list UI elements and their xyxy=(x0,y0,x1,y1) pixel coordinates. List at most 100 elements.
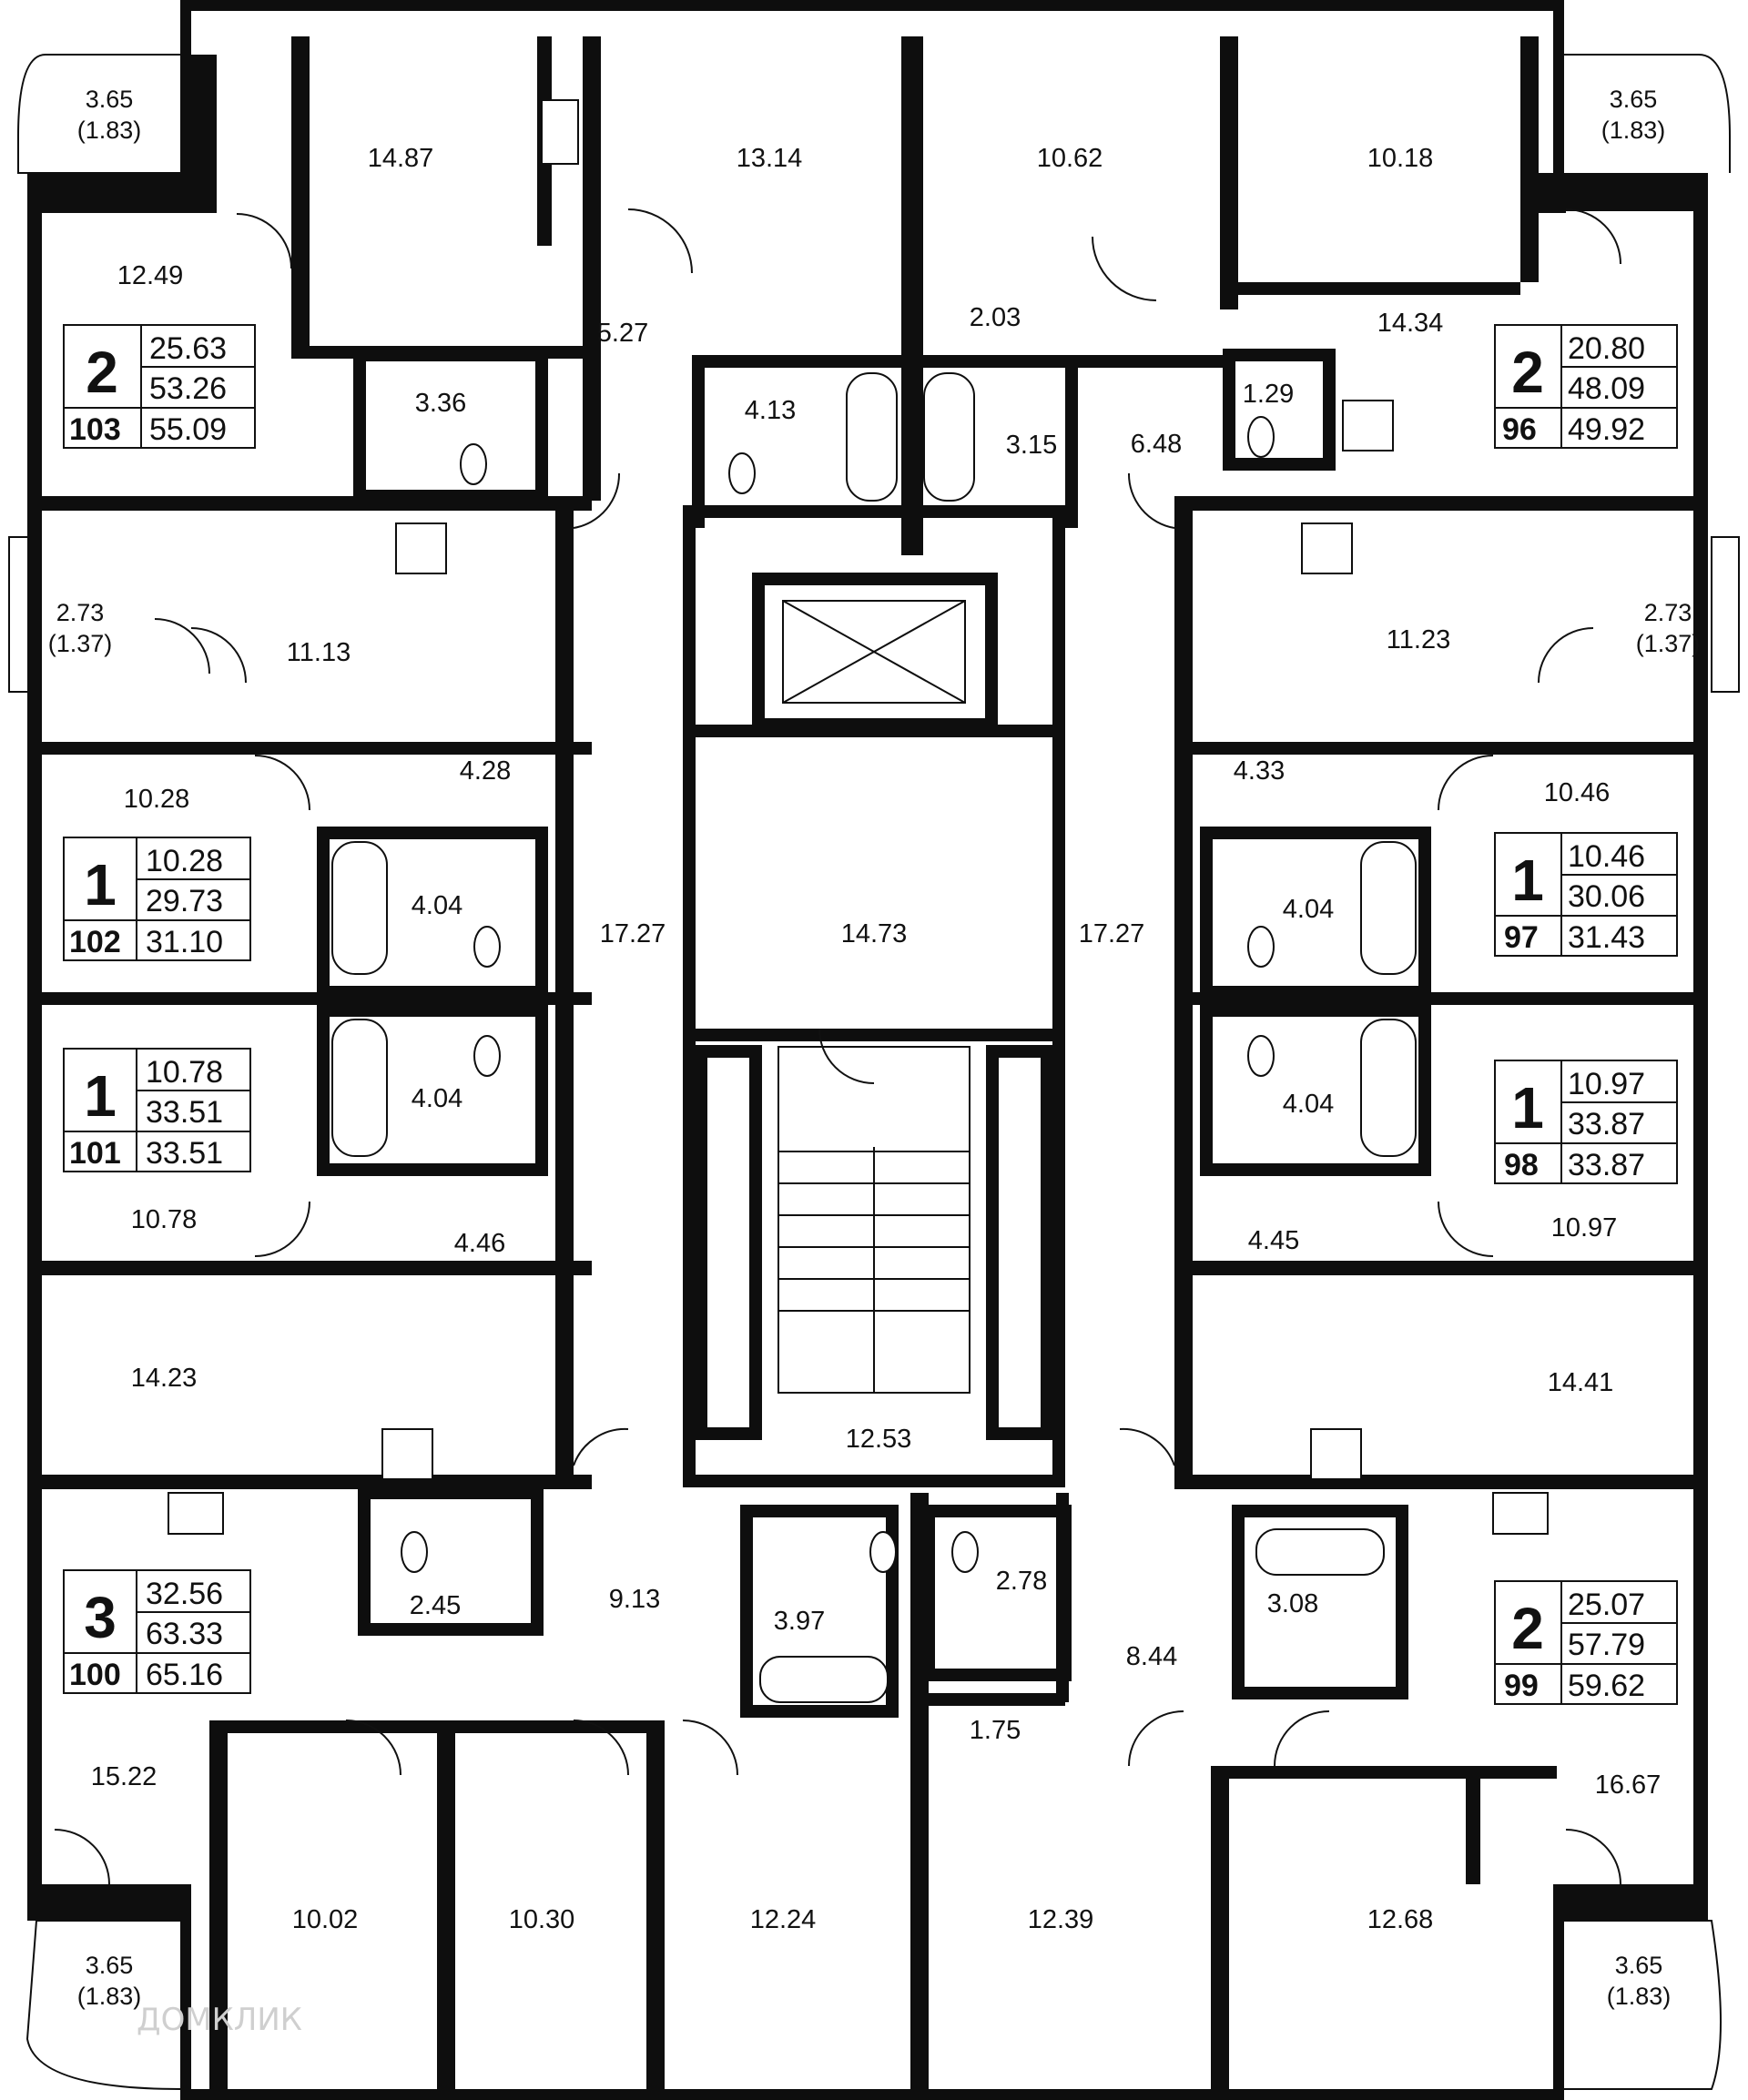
balcony-reduced-area: (1.83) xyxy=(77,117,142,144)
room-area-label: 4.04 xyxy=(412,891,462,920)
apartment-number: 97 xyxy=(1504,920,1539,955)
room-area-label: 3.36 xyxy=(415,389,466,418)
apartment-living-area: 10.28 xyxy=(146,844,223,878)
room-area-label: 6.48 xyxy=(1131,430,1182,459)
apartment-total-with-balcony: 33.87 xyxy=(1568,1148,1645,1182)
room-area-label: 4.33 xyxy=(1234,756,1285,786)
apartment-total-with-balcony: 49.92 xyxy=(1568,412,1645,447)
room-area-label: 9.13 xyxy=(609,1585,660,1614)
apartment-rooms-count: 1 xyxy=(84,1063,117,1129)
apartment-rooms-count: 2 xyxy=(1511,1596,1544,1661)
apartment-total-with-balcony: 55.09 xyxy=(149,412,227,447)
room-area-label: 4.04 xyxy=(1283,1090,1334,1119)
room-area-label: 4.46 xyxy=(454,1229,505,1258)
apartment-total-area: 33.51 xyxy=(146,1095,223,1130)
toilet-icon xyxy=(401,416,1275,1573)
balcony-labels: 3.65 (1.83) 3.65 (1.83) 2.73 (1.37) 2.73… xyxy=(48,86,1701,2010)
apartment-total-area: 57.79 xyxy=(1568,1628,1645,1662)
bathtub-icon xyxy=(331,372,1417,1703)
apartment-total-with-balcony: 31.10 xyxy=(146,925,223,959)
apartment-total-area: 48.09 xyxy=(1568,371,1645,406)
balcony-reduced-area: (1.37) xyxy=(48,630,113,657)
apartment-living-area: 25.07 xyxy=(1568,1588,1645,1622)
room-area-label: 10.28 xyxy=(124,785,190,814)
room-area-label: 4.04 xyxy=(412,1084,462,1113)
room-area-label: 3.15 xyxy=(1006,431,1057,460)
apartment-total-area: 33.87 xyxy=(1568,1107,1645,1141)
apartment-total-area: 63.33 xyxy=(146,1617,223,1651)
room-area-label: 4.45 xyxy=(1248,1226,1299,1255)
balcony-area: 2.73 xyxy=(56,599,105,626)
door-swings xyxy=(54,208,1621,1885)
apartment-total-area: 30.06 xyxy=(1568,879,1645,914)
watermark: ДОМКЛИК xyxy=(137,2002,302,2038)
room-area-label: 10.78 xyxy=(131,1205,198,1234)
apartment-total-area: 29.73 xyxy=(146,884,223,918)
apartment-number: 102 xyxy=(69,925,121,959)
room-area-label: 11.23 xyxy=(1387,625,1450,654)
room-area-label: 1.75 xyxy=(970,1716,1021,1745)
room-area-label: 5.27 xyxy=(597,319,648,348)
apartment-rooms-count: 3 xyxy=(84,1585,117,1650)
room-area-label: 4.13 xyxy=(745,396,796,425)
room-area-label: 11.13 xyxy=(287,638,351,667)
balcony-reduced-area: (1.83) xyxy=(1601,117,1666,144)
room-area-label: 15.22 xyxy=(91,1762,158,1791)
room-area-label: 4.04 xyxy=(1283,895,1334,924)
balcony-area: 3.65 xyxy=(1615,1952,1663,1979)
apartment-total-with-balcony: 31.43 xyxy=(1568,920,1645,955)
room-area-label: 10.97 xyxy=(1551,1213,1618,1243)
room-area-label: 14.87 xyxy=(368,144,434,173)
apartment-number: 103 xyxy=(69,412,121,447)
apartment-info-97[interactable]: 1 10.46 30.06 97 31.43 xyxy=(1494,832,1678,957)
room-area-label: 10.62 xyxy=(1037,144,1103,173)
room-area-label: 12.53 xyxy=(846,1425,912,1454)
room-area-label: 13.14 xyxy=(737,144,803,173)
balcony-area: 3.65 xyxy=(86,86,134,113)
apartment-number: 101 xyxy=(69,1136,121,1171)
apartment-living-area: 32.56 xyxy=(146,1577,223,1611)
building-walls xyxy=(8,0,1740,2100)
room-area-label: 3.97 xyxy=(774,1607,825,1636)
room-area-label: 12.39 xyxy=(1028,1905,1094,1934)
apartment-info-96[interactable]: 2 20.80 48.09 96 49.92 xyxy=(1494,324,1678,449)
balcony-reduced-area: (1.83) xyxy=(77,1983,142,2010)
apartment-rooms-count: 2 xyxy=(1511,340,1544,405)
balcony-area: 2.73 xyxy=(1644,599,1692,626)
room-area-label: 12.49 xyxy=(117,261,184,290)
room-area-label: 14.41 xyxy=(1548,1368,1614,1397)
apartment-info-99[interactable]: 2 25.07 57.79 99 59.62 xyxy=(1494,1580,1678,1705)
room-area-label: 10.18 xyxy=(1367,144,1434,173)
apartment-number: 99 xyxy=(1504,1669,1539,1703)
apartment-info-100[interactable]: 3 32.56 63.33 100 65.16 xyxy=(63,1569,251,1694)
apartment-info-102[interactable]: 1 10.28 29.73 102 31.10 xyxy=(63,837,251,961)
apartment-info-103[interactable]: 2 25.63 53.26 103 55.09 xyxy=(63,324,256,449)
room-area-label: 17.27 xyxy=(1079,919,1145,949)
room-area-label: 2.03 xyxy=(970,303,1021,332)
room-area-label: 14.34 xyxy=(1377,309,1444,338)
balcony-area: 3.65 xyxy=(1610,86,1658,113)
room-area-label: 17.27 xyxy=(600,919,666,949)
stove-icon xyxy=(168,99,1549,1535)
balcony-reduced-area: (1.37) xyxy=(1636,630,1701,657)
room-area-label: 2.78 xyxy=(996,1567,1047,1596)
apartment-living-area: 10.97 xyxy=(1568,1067,1645,1101)
apartment-number: 100 xyxy=(69,1658,121,1692)
room-area-label: 4.28 xyxy=(460,756,511,786)
balcony-area: 3.65 xyxy=(86,1952,134,1979)
apartment-living-area: 20.80 xyxy=(1568,331,1645,366)
room-labels: 14.87 13.14 10.62 10.18 12.49 5.27 2.03 … xyxy=(91,144,1662,1934)
room-area-label: 3.08 xyxy=(1267,1589,1318,1618)
apartment-number: 98 xyxy=(1504,1148,1539,1182)
room-area-label: 1.29 xyxy=(1243,380,1294,409)
room-area-label: 10.02 xyxy=(292,1905,359,1934)
apartment-info-98[interactable]: 1 10.97 33.87 98 33.87 xyxy=(1494,1060,1678,1184)
room-area-label: 8.44 xyxy=(1126,1642,1177,1671)
room-area-label: 12.68 xyxy=(1367,1905,1434,1934)
room-area-label: 10.46 xyxy=(1544,778,1611,807)
apartment-total-with-balcony: 33.51 xyxy=(146,1136,223,1171)
apartment-info-101[interactable]: 1 10.78 33.51 101 33.51 xyxy=(63,1048,251,1172)
apartment-rooms-count: 1 xyxy=(1511,1075,1544,1141)
room-area-label: 12.24 xyxy=(750,1905,817,1934)
